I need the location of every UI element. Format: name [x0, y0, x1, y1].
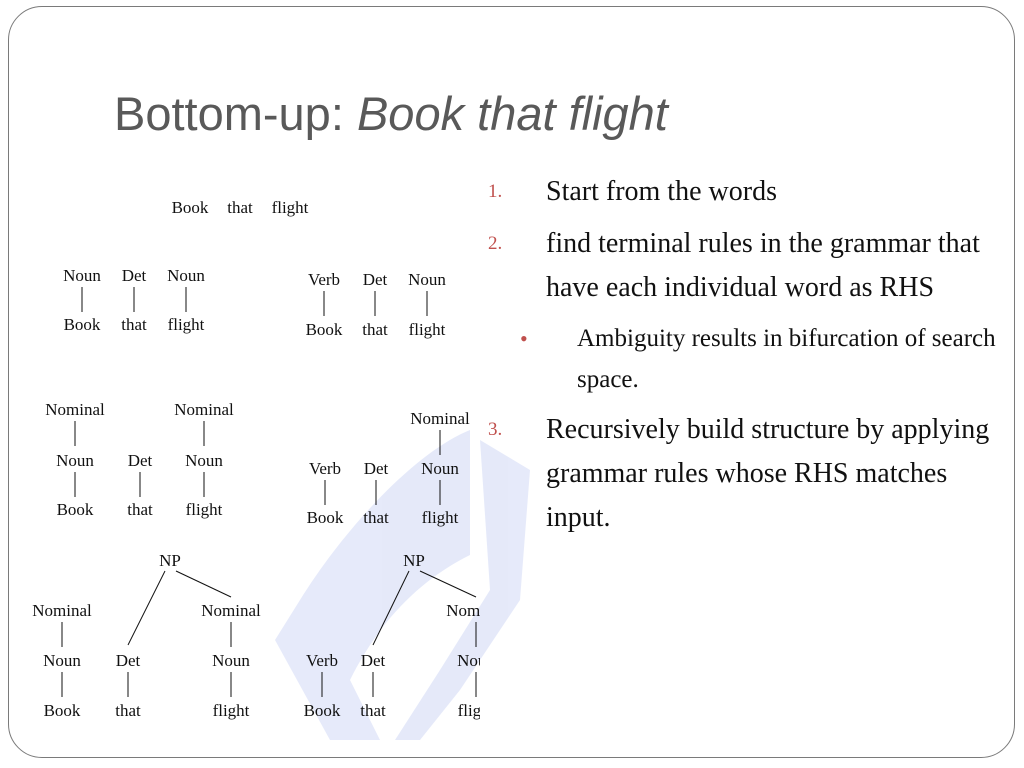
tree-3-right: NP Nominal Verb Det Noun Book that fligh… — [304, 551, 480, 720]
tree-2-right: Nominal Verb Det Noun Book that flight — [307, 409, 470, 527]
tree-node: Noun — [421, 459, 459, 478]
parse-tree-figure: Book that flight Noun Det Noun Book that… — [32, 198, 480, 720]
step-number: 1. — [488, 181, 503, 202]
tree-node: Nominal — [410, 409, 470, 428]
tree-node: Noun — [408, 270, 446, 289]
tree-leaf: that — [115, 701, 141, 720]
tree-node: Noun — [457, 651, 480, 670]
tree-leaf: Book — [307, 508, 344, 527]
tree-node: Noun — [167, 266, 205, 285]
tree-edge — [372, 570, 410, 646]
sentence-word: flight — [272, 198, 309, 217]
tree-leaf: Book — [57, 500, 94, 519]
tree-leaf: Book — [304, 701, 341, 720]
tree-node: Nominal — [174, 400, 234, 419]
tree-leaf: flight — [168, 315, 205, 334]
step-text: Start from the words — [546, 176, 777, 207]
tree-1-right: Verb Det Noun Book that flight — [306, 270, 447, 339]
tree-leaf: flight — [458, 701, 480, 720]
title-plain: Bottom-up: — [114, 87, 357, 140]
tree-node: Nominal — [201, 601, 261, 620]
tree-leaf: flight — [186, 500, 223, 519]
tree-node: Verb — [306, 651, 338, 670]
tree-leaf: that — [121, 315, 147, 334]
step-item: 1. Start from the words — [488, 170, 1008, 214]
step-item: 2. find terminal rules in the grammar th… — [488, 222, 1008, 310]
tree-leaf: Book — [306, 320, 343, 339]
tree-node: Noun — [56, 451, 94, 470]
sentence-word: that — [227, 198, 253, 217]
tree-leaf: flight — [409, 320, 446, 339]
tree-leaf: flight — [422, 508, 459, 527]
tree-leaf: that — [363, 508, 389, 527]
steps-list: 1. Start from the words 2. find terminal… — [488, 170, 1008, 548]
step-item: 3. Recursively build structure by applyi… — [488, 408, 1008, 540]
tree-node: Noun — [212, 651, 250, 670]
title-italic: Book that flight — [356, 87, 668, 140]
tree-node: Det — [363, 270, 388, 289]
slide-frame — [8, 6, 1015, 758]
tree-node: Nominal — [446, 601, 480, 620]
tree-leaf: Book — [44, 701, 81, 720]
tree-1-left: Noun Det Noun Book that flight — [63, 266, 205, 334]
tree-node: Det — [122, 266, 147, 285]
tree-node: Verb — [309, 459, 341, 478]
tree-node: Noun — [185, 451, 223, 470]
tree-node: Noun — [43, 651, 81, 670]
step-number: 3. — [488, 419, 503, 440]
tree-node: Det — [364, 459, 389, 478]
tree-edge — [127, 570, 166, 646]
tree-3-left: NP Nominal Nominal Noun Det Noun Book th… — [32, 551, 261, 720]
tree-edge — [419, 570, 477, 598]
tree-node: Det — [116, 651, 141, 670]
tree-node: NP — [403, 551, 425, 570]
step-text: find terminal rules in the grammar that … — [546, 228, 980, 303]
bullet-icon: • — [520, 326, 528, 351]
substep-text: Ambiguity results in bifurcation of sear… — [577, 325, 996, 393]
tree-node: Nominal — [45, 400, 105, 419]
tree-leaf: Book — [64, 315, 101, 334]
tree-leaf: that — [127, 500, 153, 519]
step-number: 2. — [488, 233, 503, 254]
tree-edge — [175, 570, 232, 598]
tree-leaf: flight — [213, 701, 250, 720]
tree-node: Det — [128, 451, 153, 470]
step-text: Recursively build structure by applying … — [546, 414, 990, 533]
tree-node: Noun — [63, 266, 101, 285]
tree-leaf: that — [360, 701, 386, 720]
tree-leaf: that — [362, 320, 388, 339]
tree-node: Nominal — [32, 601, 92, 620]
substep-item: • Ambiguity results in bifurcation of se… — [488, 318, 1008, 400]
sentence-word: Book — [172, 198, 209, 217]
tree-node: NP — [159, 551, 181, 570]
slide-title: Bottom-up: Book that flight — [114, 86, 668, 141]
tree-node: Det — [361, 651, 386, 670]
tree-2-left: Nominal Nominal Noun Det Noun Book that … — [45, 400, 234, 519]
tree-node: Verb — [308, 270, 340, 289]
